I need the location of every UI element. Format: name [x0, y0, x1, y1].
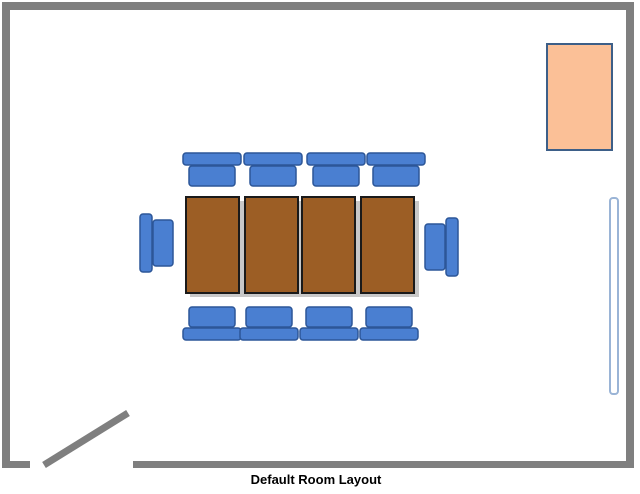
table-section: [360, 196, 415, 294]
chairs: [139, 152, 459, 341]
chair-bottom: [299, 306, 359, 341]
wall-bottom-left-segment: [2, 461, 30, 468]
chair-left-end: [139, 213, 174, 273]
table-section: [244, 196, 299, 294]
chair-right-end: [424, 217, 459, 277]
wall-left: [2, 2, 10, 468]
chair-bottom: [182, 306, 242, 341]
conference-table: [185, 196, 415, 294]
chair-top: [306, 152, 366, 187]
window: [609, 197, 619, 395]
chair-top: [182, 152, 242, 187]
wall-top: [2, 2, 632, 10]
chair-top: [366, 152, 426, 187]
room-walls: [2, 2, 634, 468]
door-panel: [42, 410, 130, 468]
chair-top: [243, 152, 303, 187]
cabinet: [546, 43, 613, 151]
table-section: [301, 196, 356, 294]
chair-bottom: [359, 306, 419, 341]
wall-right: [626, 2, 634, 468]
table-section: [185, 196, 240, 294]
chair-bottom: [239, 306, 299, 341]
diagram-caption: Default Room Layout: [250, 472, 382, 487]
wall-bottom-right-segment: [133, 461, 634, 468]
